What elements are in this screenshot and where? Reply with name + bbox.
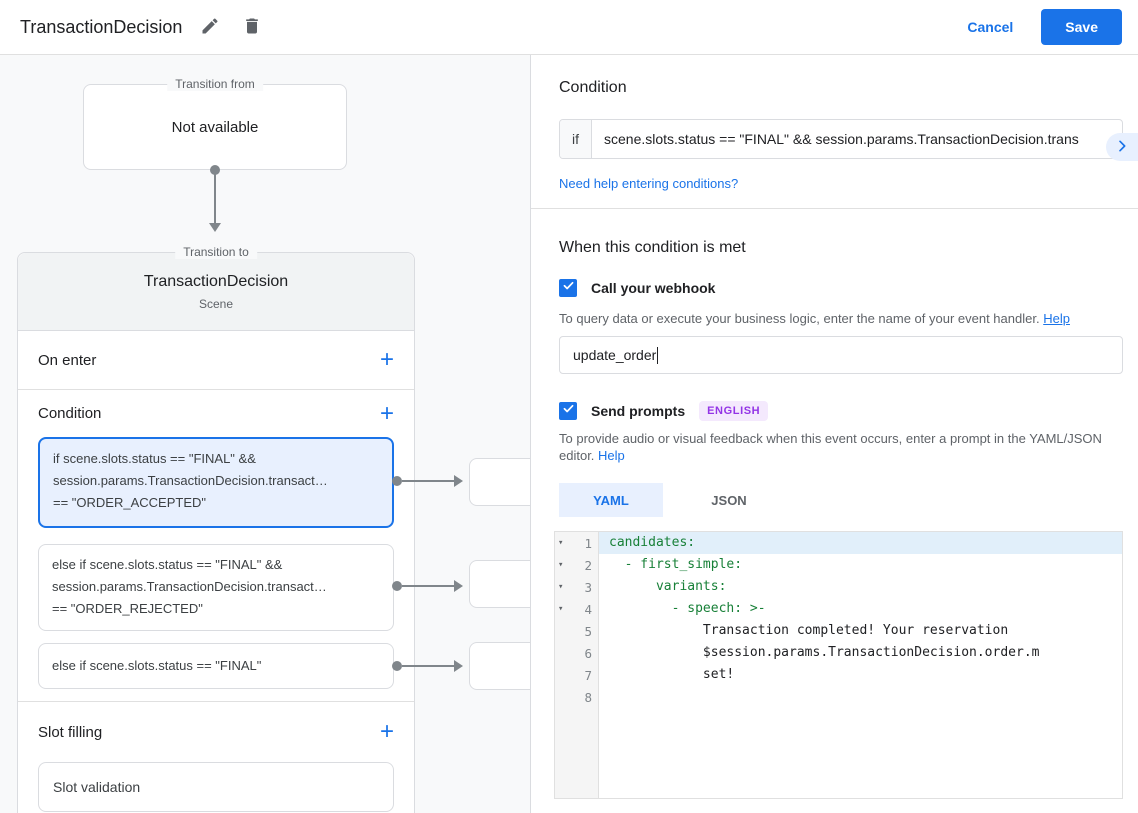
top-bar: TransactionDecision Cancel Save <box>0 0 1138 55</box>
line-number: 8 <box>584 689 592 705</box>
pencil-icon <box>200 16 220 39</box>
slot-filling-label: Slot filling <box>38 723 103 741</box>
tab-yaml[interactable]: YAML <box>559 483 663 517</box>
line-number: 4 <box>584 601 592 617</box>
yaml-code-editor[interactable]: ▾ 1 ▾ 2 ▾ 3 ▾ 4 5 6 7 8 candidates: - first_… <box>554 531 1123 799</box>
scene-flow-canvas: Transition from Not available Transition… <box>0 55 530 813</box>
page-title: TransactionDecision <box>20 16 183 37</box>
code-line[interactable] <box>599 686 1122 708</box>
language-badge: ENGLISH <box>699 401 769 421</box>
editor-code-area[interactable]: candidates: - first_simple: variants: - … <box>599 532 1122 798</box>
scene-header[interactable]: TransactionDecision Scene <box>18 253 414 331</box>
section-divider <box>18 701 414 702</box>
condition-section-header: Condition + <box>18 390 414 437</box>
transition-to-node: Transition to TransactionDecision Scene … <box>17 245 415 813</box>
call-webhook-label: Call your webhook <box>591 280 716 296</box>
condition-detail-panel: Condition if scene.slots.status == "FINA… <box>530 55 1138 813</box>
when-condition-met-heading: When this condition is met <box>559 239 746 256</box>
prompts-description: To provide audio or visual feedback when… <box>559 430 1122 464</box>
condition-expression-value[interactable]: scene.slots.status == "FINAL" && session… <box>604 131 1079 147</box>
tab-json[interactable]: JSON <box>711 492 747 508</box>
fold-arrow-icon[interactable]: ▾ <box>558 560 564 570</box>
cancel-button[interactable]: Cancel <box>967 19 1014 35</box>
call-webhook-checkbox[interactable] <box>559 279 577 297</box>
fold-arrow-icon[interactable]: ▾ <box>558 538 564 548</box>
connector-line <box>402 665 454 667</box>
slot-filling-section-header: Slot filling + <box>18 702 414 762</box>
conditions-help-link[interactable]: Need help entering conditions? <box>559 176 739 191</box>
connector-arrowhead <box>454 580 463 592</box>
prompts-help-link[interactable]: Help <box>598 448 625 463</box>
line-number: 5 <box>584 623 592 639</box>
connector-dot <box>392 476 402 486</box>
edit-scene-button[interactable] <box>196 12 224 43</box>
webhook-description: To query data or execute your business l… <box>559 310 1122 327</box>
send-prompts-row: Send prompts ENGLISH <box>559 401 1122 421</box>
code-line[interactable]: $session.params.TransactionDecision.orde… <box>609 645 1040 660</box>
event-handler-input[interactable]: update_order <box>559 336 1123 374</box>
connector-line <box>402 480 454 482</box>
if-prefix: if <box>560 120 592 158</box>
on-enter-label: On enter <box>38 351 97 369</box>
transition-target-node[interactable] <box>469 642 530 690</box>
condition-item-order-accepted[interactable]: if scene.slots.status == "FINAL" && sess… <box>38 437 394 528</box>
chevron-right-icon <box>1114 138 1130 157</box>
webhook-description-text: To query data or execute your business l… <box>559 311 1040 326</box>
condition-item-order-rejected[interactable]: else if scene.slots.status == "FINAL" &&… <box>38 544 394 631</box>
event-handler-value: update_order <box>573 347 657 363</box>
collapse-panel-button[interactable] <box>1106 133 1138 161</box>
line-number: 6 <box>584 645 592 661</box>
code-line[interactable]: variants: <box>609 579 727 594</box>
send-prompts-checkbox[interactable] <box>559 402 577 420</box>
editor-gutter: ▾ 1 ▾ 2 ▾ 3 ▾ 4 5 6 7 8 <box>555 532 599 798</box>
connector-dot <box>392 661 402 671</box>
line-number: 2 <box>584 557 592 573</box>
connector-arrowhead <box>209 223 221 232</box>
add-on-enter-button[interactable]: + <box>379 346 394 373</box>
line-number: 3 <box>584 579 592 595</box>
editor-format-tabs: YAML JSON <box>559 483 1122 517</box>
panel-condition-heading: Condition <box>559 79 627 96</box>
connector-line <box>402 585 454 587</box>
transition-target-node[interactable] <box>469 458 530 506</box>
webhook-help-link[interactable]: Help <box>1043 311 1070 326</box>
transition-from-label: Transition from <box>167 77 263 91</box>
on-enter-section: On enter + <box>18 331 414 390</box>
condition-item-final[interactable]: else if scene.slots.status == "FINAL" <box>38 643 394 689</box>
add-condition-button[interactable]: + <box>379 399 394 427</box>
transition-from-content: Not available <box>171 118 259 136</box>
code-line[interactable]: candidates: <box>599 532 1122 554</box>
save-button[interactable]: Save <box>1041 9 1122 45</box>
code-line[interactable]: - speech: >- <box>609 601 766 616</box>
call-webhook-row: Call your webhook <box>559 279 1122 297</box>
delete-scene-button[interactable] <box>238 12 266 43</box>
connector-dot <box>392 581 402 591</box>
checkmark-icon <box>562 279 575 297</box>
code-line[interactable]: Transaction completed! Your reservation <box>609 623 1009 638</box>
scene-title: TransactionDecision <box>143 273 289 290</box>
condition-expression-input[interactable]: if scene.slots.status == "FINAL" && sess… <box>559 119 1123 159</box>
connector-arrowhead <box>454 475 463 487</box>
fold-arrow-icon[interactable]: ▾ <box>558 582 564 592</box>
panel-divider <box>531 208 1138 209</box>
transition-target-node[interactable] <box>469 560 530 608</box>
code-line[interactable]: - first_simple: <box>609 557 743 572</box>
transition-from-node[interactable]: Transition from Not available <box>83 77 347 170</box>
connector-arrowhead <box>454 660 463 672</box>
fold-arrow-icon[interactable]: ▾ <box>558 604 564 614</box>
text-cursor <box>657 346 659 364</box>
condition-section-label: Condition <box>38 405 102 422</box>
scene-subtitle: Scene <box>198 297 234 311</box>
connector-line <box>214 170 216 223</box>
code-line[interactable]: set! <box>609 667 735 682</box>
send-prompts-label: Send prompts <box>591 403 686 419</box>
line-number: 7 <box>584 667 592 683</box>
slot-validation-item[interactable]: Slot validation <box>38 762 394 812</box>
transition-to-label: Transition to <box>175 245 257 259</box>
add-slot-button[interactable]: + <box>379 718 394 745</box>
checkmark-icon <box>562 402 575 420</box>
line-number: 1 <box>584 535 592 551</box>
trash-icon <box>242 16 262 39</box>
prompts-description-text: To provide audio or visual feedback when… <box>559 431 1102 463</box>
